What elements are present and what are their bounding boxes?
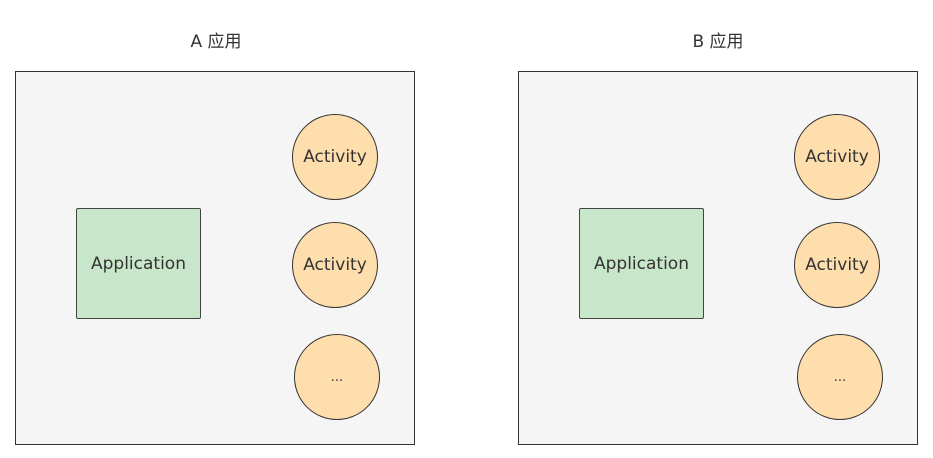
app-b-title: B 应用 xyxy=(692,32,744,52)
app-b-activity-2: Activity xyxy=(794,222,880,308)
app-a-more-activities: ... xyxy=(294,334,380,420)
app-b-application-box: Application xyxy=(579,208,704,319)
app-a-panel: Application Activity Activity ... xyxy=(15,71,415,445)
app-b-more-activities: ... xyxy=(797,334,883,420)
app-b-activity-1: Activity xyxy=(794,114,880,200)
app-a-activity-1: Activity xyxy=(292,114,378,200)
app-b-panel: Application Activity Activity ... xyxy=(518,71,918,445)
app-a-title: A 应用 xyxy=(190,32,242,52)
app-a-activity-2: Activity xyxy=(292,222,378,308)
app-a-application-box: Application xyxy=(76,208,201,319)
